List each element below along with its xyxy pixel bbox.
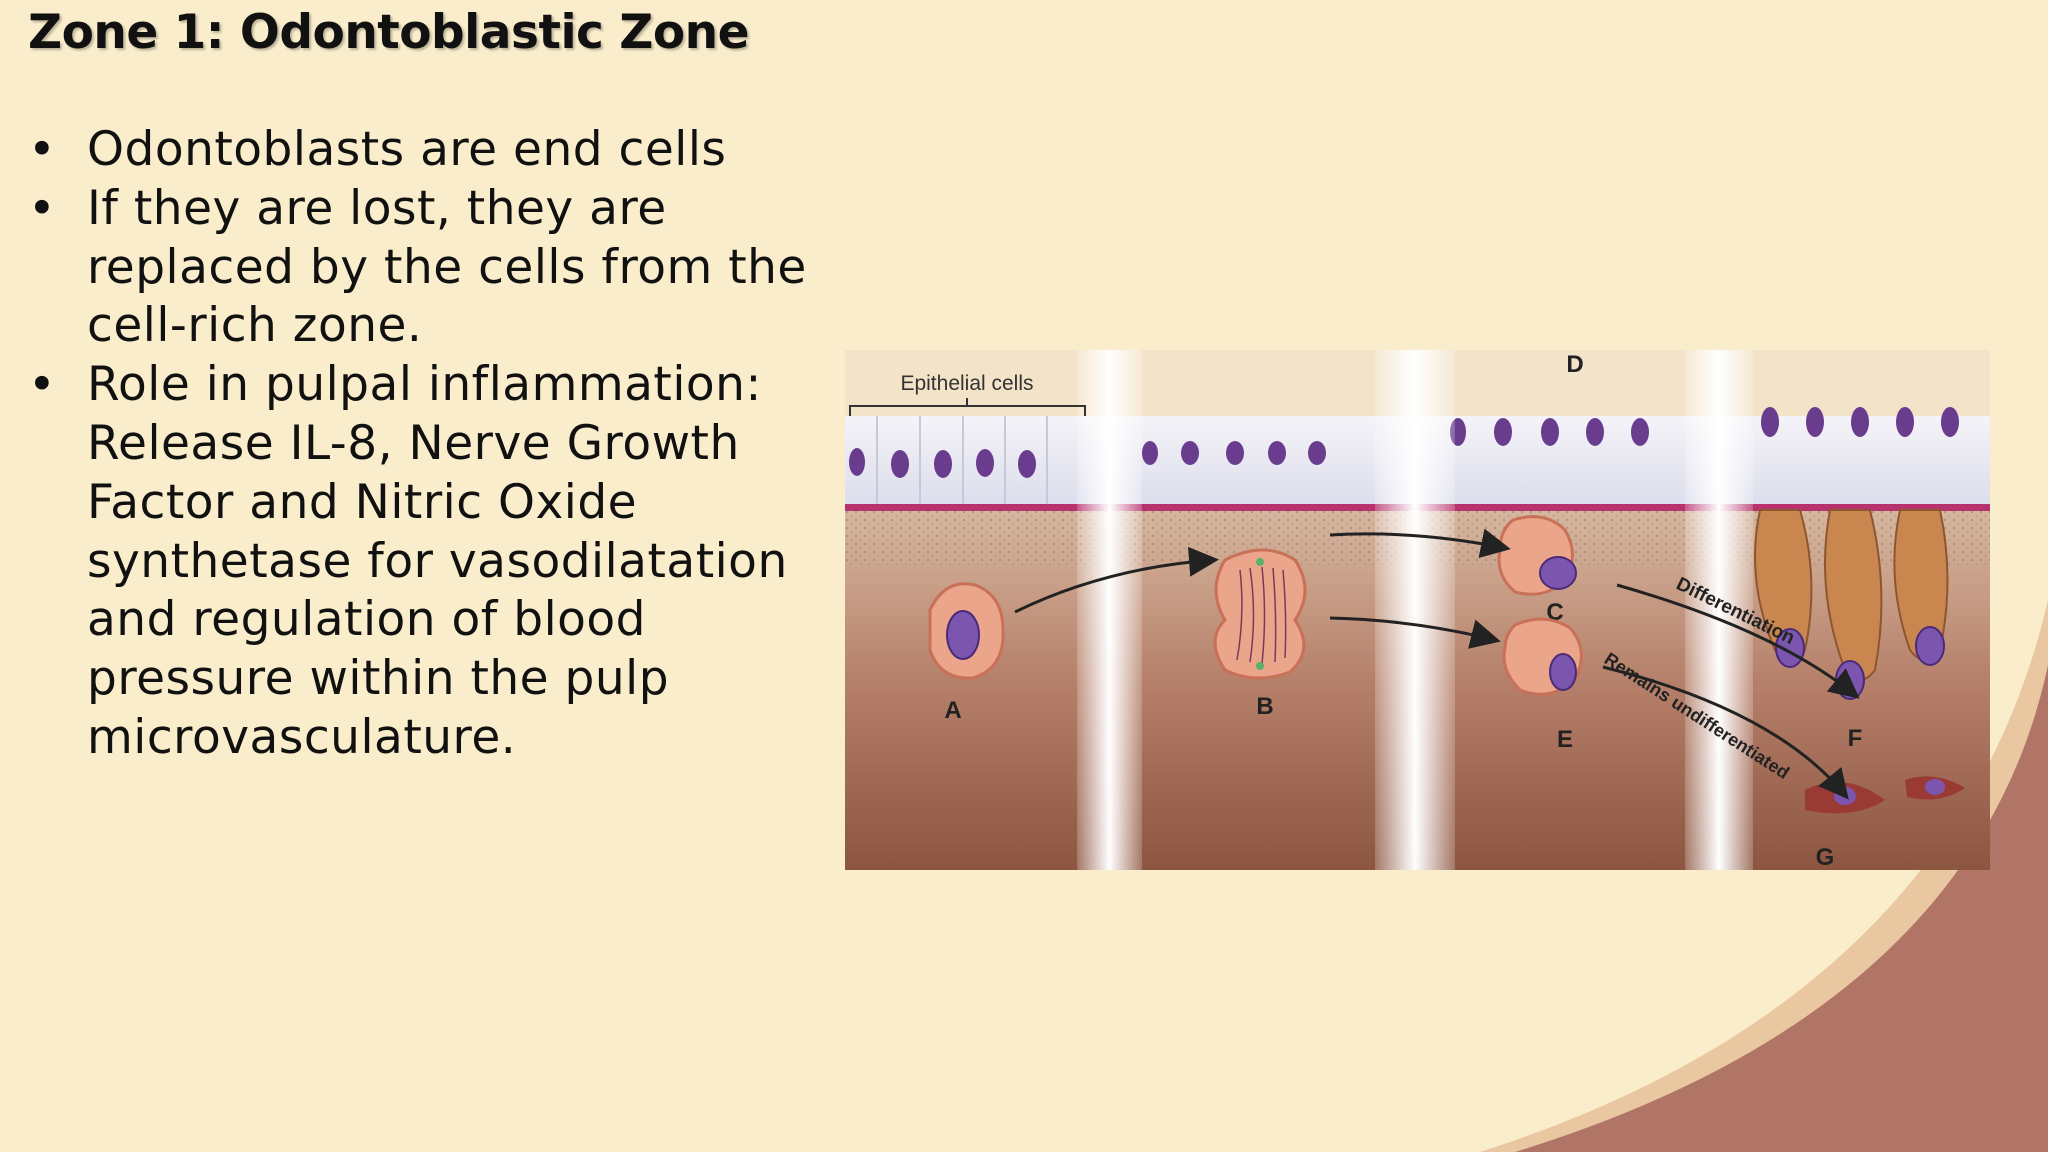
- slide-title: Zone 1: Odontoblastic Zone: [28, 5, 750, 60]
- swoosh-dark-band: [1515, 665, 2048, 1152]
- bullet-item: • Odontoblasts are end cells: [28, 121, 838, 180]
- label-f: F: [1848, 725, 1863, 752]
- bullet-dot: •: [28, 357, 57, 413]
- cell-e: [1502, 617, 1583, 696]
- bullet-text: Odontoblasts are end cells: [87, 122, 727, 177]
- cell-a: [928, 582, 1005, 680]
- bullet-text: If they are lost, they are replaced by t…: [87, 180, 807, 354]
- bullet-item: • Role in pulpal inflammation: Release IL…: [28, 356, 838, 768]
- label-g: G: [1816, 844, 1835, 870]
- bullet-item: • If they are lost, they are replaced by …: [28, 180, 838, 356]
- bullet-dot: •: [28, 122, 57, 177]
- odontoblast-differentiation-figure: Epithelial cells A B C D E: [845, 350, 1990, 870]
- label-e: E: [1557, 726, 1573, 753]
- cell-b: [1213, 548, 1307, 680]
- epithelial-cells-label: Epithelial cells: [900, 372, 1033, 395]
- epithelial-bracket: [849, 398, 1086, 416]
- process-arrows: [1014, 528, 1860, 800]
- epithelial-cells-panel-1: [876, 416, 1048, 504]
- bullet-text: Role in pulpal inflammation: Release IL-…: [87, 357, 788, 765]
- panel-gap: [1375, 350, 1455, 870]
- panel-gap: [1077, 350, 1142, 870]
- bullet-dot: •: [28, 180, 57, 236]
- bullet-list: • Odontoblasts are end cells • If they are…: [28, 121, 838, 768]
- label-b: B: [1256, 693, 1273, 720]
- label-a: A: [944, 697, 961, 724]
- cell-c: [1497, 515, 1577, 596]
- label-d: D: [1566, 351, 1583, 378]
- epithelial-nuclei: [849, 407, 1959, 478]
